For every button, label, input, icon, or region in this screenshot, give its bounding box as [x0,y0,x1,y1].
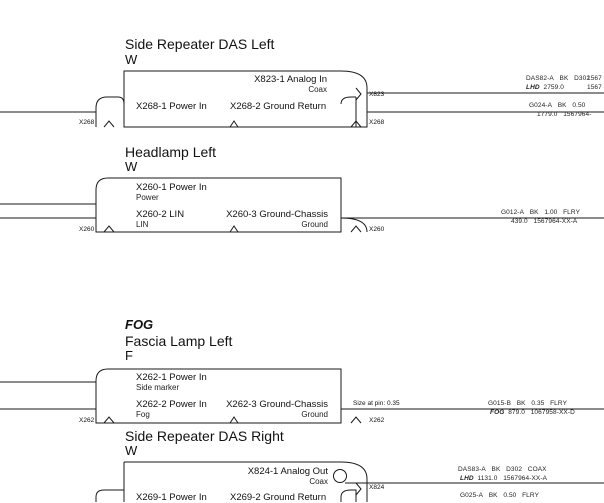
pin-label: X262-2 Power In [136,400,207,410]
size-note: Size at pin: 0.35 [353,401,400,408]
pin-label: X260-1 Power In [136,183,207,193]
pin-sublabel: Power [136,194,159,202]
connector-label: X260 [79,227,94,234]
pin-label: X260-3 Ground-Chassis [200,210,328,220]
pin-sublabel: Fog [136,411,150,419]
wire-annotation: FOG 879.0 1067958-XX-D [490,410,575,417]
component-title: Side Repeater DAS Left [125,37,274,51]
component-variant: W [125,444,137,457]
wire-annotation: G012-A BK 1.00 FLRY [501,210,580,217]
pin-label: X824-1 Analog Out [200,467,328,477]
pin-sublabel: LIN [136,221,148,229]
component-variant: F [125,349,133,362]
wire-annotation: DAS82-A BK D302 [526,76,590,83]
wire-annotation: LHD 2759.0 [526,85,564,92]
pin-label: X262-3 Ground-Chassis [200,400,328,410]
wire-annotation: G015-B BK 0.35 FLRY [488,401,567,408]
coax-terminal-icon [334,470,347,483]
wire-part-number: 1567 [587,76,602,83]
pin-sublabel: Side marker [136,384,179,392]
pin-label: X262-1 Power In [136,373,207,383]
option-badge: FOG [125,318,153,331]
wire-annotation: G025-A BK 0.50 FLRY [460,493,539,500]
connector-label: X823 [369,92,384,99]
wire-annotation: 439.0 1567964-XX-A [511,219,577,226]
component-title: Side Repeater DAS Right [125,429,284,443]
pin-sublabel: Ground [250,221,328,229]
component-title: Headlamp Left [125,145,216,159]
pin-label: X269-1 Power In [136,493,207,503]
pin-sublabel: Coax [260,478,328,486]
pin-sublabel: Coax [260,86,327,94]
connector-label: X260 [369,227,384,234]
pin-label: X823-1 Analog In [200,75,327,85]
component-variant: W [125,53,137,66]
pin-sublabel: Ground [250,411,328,419]
connector-label: X268 [369,120,384,127]
wire-annotation: 1779.0 1567964- [537,112,591,119]
wire-annotation: LHD 1131.0 1567964-XX-A [460,476,547,483]
pin-label: X260-2 LIN [136,210,184,220]
connector-label: X262 [79,418,94,425]
wire-left-4 [96,490,124,502]
wire-annotation: G024-A BK 0.50 [529,103,585,110]
wire-annotation: DAS83-A BK D302 COAX [458,467,547,474]
component-title: Fascia Lamp Left [125,334,232,348]
pin-label: X268-2 Ground Return [230,102,326,112]
pin-label: X268-1 Power In [136,102,207,112]
connector-label: X262 [369,418,384,425]
component-variant: W [125,160,137,173]
wire-part-number: 1567 [587,85,602,92]
connector-label: X268 [79,120,94,127]
pin-label: X269-2 Ground Return [230,493,326,503]
connector-label: X824 [369,485,384,492]
